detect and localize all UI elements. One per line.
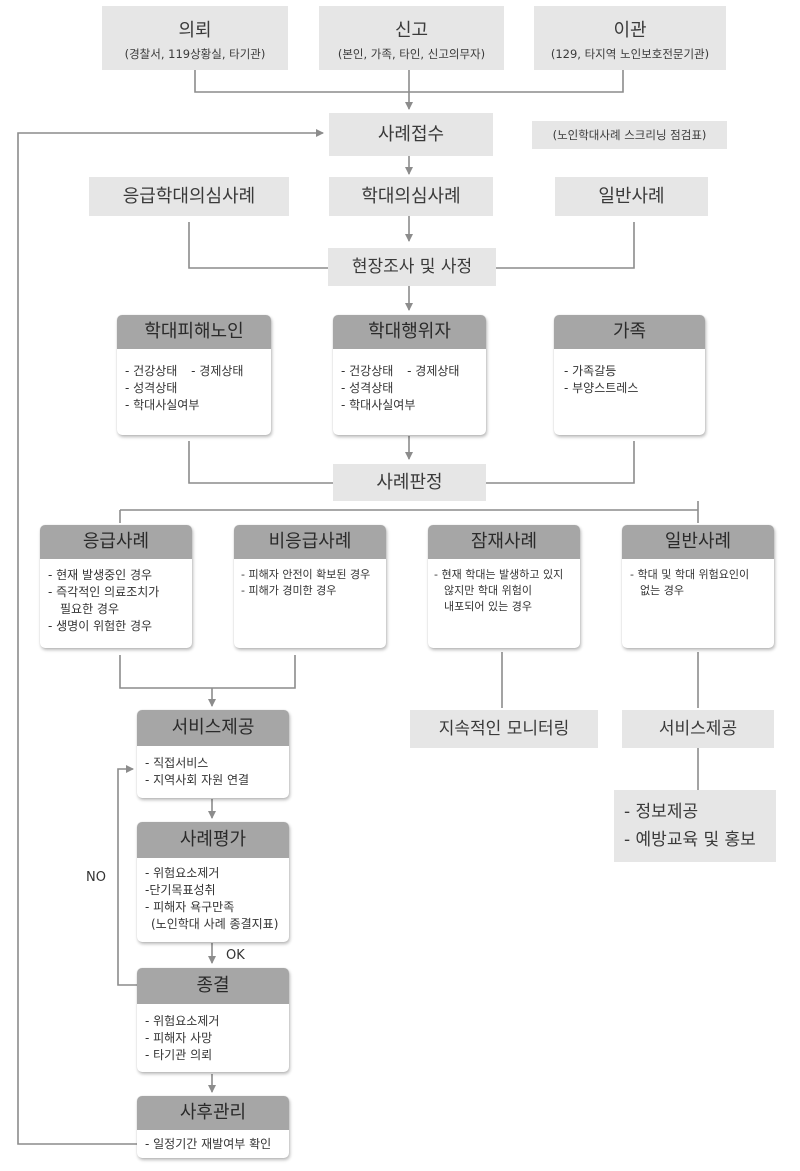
general-service-items: - 정보제공 - 예방교육 및 홍보 — [614, 790, 776, 862]
step-closure-item-3: - 타기관 의뢰 — [145, 1048, 213, 1062]
assess-perpetrator-item-personality: - 성격상태 — [341, 381, 394, 395]
source-referral-sub: (경찰서, 119상황실, 타기관) — [124, 47, 266, 61]
assess-perpetrator-card: 학대행위자 - 건강상태 - 경제상태 - 성격상태 - 학대사실여부 — [333, 315, 486, 435]
assess-perpetrator-title: 학대행위자 — [333, 315, 486, 349]
assess-perpetrator-item-health: - 건강상태 — [341, 364, 394, 378]
step-service-title: 서비스제공 — [137, 710, 289, 746]
step-closure-item-1: - 위험요소제거 — [145, 1014, 220, 1028]
ok-label: OK — [226, 948, 245, 963]
assess-victim-item-abuse: - 학대사실여부 — [125, 398, 200, 412]
assess-family-items: - 가족갈등 - 부양스트레스 — [564, 363, 638, 397]
case-nonemergency-card: 비응급사례 - 피해자 안전이 확보된 경우 - 피해가 경미한 경우 — [234, 525, 386, 648]
step-service-card: 서비스제공 - 직접서비스 - 지역사회 자원 연결 — [137, 710, 289, 798]
assess-victim-card: 학대피해노인 - 건강상태 - 경제상태 - 성격상태 - 학대사실여부 — [117, 315, 271, 435]
step-aftercare-item-1: - 일정기간 재발여부 확인 — [145, 1137, 272, 1151]
case-nonemergency-title: 비응급사례 — [234, 525, 386, 559]
case-latent-items: - 현재 학대는 발생하고 있지 않지만 학대 위험이 내포되어 있는 경우 — [434, 567, 563, 615]
case-emergency-title: 응급사례 — [40, 525, 192, 559]
case-latent-item-1: - 현재 학대는 발생하고 있지 — [434, 568, 564, 581]
step-evaluation-title: 사례평가 — [137, 822, 289, 858]
suspected-abuse: 학대의심사례 — [329, 177, 493, 216]
assess-victim-item-health: - 건강상태 — [125, 364, 178, 378]
assess-perpetrator-items: - 건강상태 - 경제상태 - 성격상태 - 학대사실여부 — [341, 363, 459, 414]
case-general-title: 일반사례 — [622, 525, 774, 559]
case-emergency-item-1: - 현재 발생중인 경우 — [48, 568, 153, 582]
step-evaluation-item-1: - 위험요소제거 — [145, 866, 220, 880]
case-intake: 사례접수 — [329, 113, 493, 156]
step-service-items: - 직접서비스 - 지역사회 자원 연결 — [145, 755, 249, 789]
case-emergency-item-2: - 즉각적인 의료조치가 — [48, 585, 160, 599]
case-general-item-1: - 학대 및 학대 위험요인이 — [630, 568, 750, 581]
continuous-monitoring: 지속적인 모니터링 — [410, 710, 598, 748]
assess-victim-items: - 건강상태 - 경제상태 - 성격상태 - 학대사실여부 — [125, 363, 243, 414]
source-report-title: 신고 — [394, 20, 429, 41]
assess-perpetrator-item-economy: - 경제상태 — [407, 364, 460, 378]
step-aftercare-title: 사후관리 — [137, 1096, 289, 1130]
case-emergency-items: - 현재 발생중인 경우 - 즉각적인 의료조치가 필요한 경우 - 생명이 위… — [48, 567, 159, 635]
step-closure-title: 종결 — [137, 968, 289, 1004]
case-judgment: 사례판정 — [333, 464, 486, 501]
step-closure-items: - 위험요소제거 - 피해자 사망 - 타기관 의뢰 — [145, 1013, 219, 1064]
source-transfer-sub: (129, 타지역 노인보호전문기관) — [550, 47, 710, 61]
assess-victim-item-personality: - 성격상태 — [125, 381, 178, 395]
source-referral: 의뢰 (경찰서, 119상황실, 타기관) — [102, 6, 288, 70]
step-closure-item-2: - 피해자 사망 — [145, 1031, 213, 1045]
case-nonemergency-item-2: - 피해가 경미한 경우 — [241, 584, 337, 597]
case-latent-title: 잠재사례 — [428, 525, 580, 559]
case-emergency-item-3: 필요한 경우 — [60, 602, 120, 616]
case-latent-card: 잠재사례 - 현재 학대는 발생하고 있지 않지만 학대 위험이 내포되어 있는… — [428, 525, 580, 648]
assess-victim-title: 학대피해노인 — [117, 315, 271, 349]
field-investigation: 현장조사 및 사정 — [328, 248, 496, 286]
suspected-general: 일반사례 — [555, 177, 708, 216]
case-general-item-2: 없는 경우 — [640, 584, 684, 597]
case-emergency-item-4: - 생명이 위험한 경우 — [48, 619, 153, 633]
step-evaluation-item-4: (노인학대 사례 종결지표) — [151, 917, 279, 931]
case-nonemergency-item-1: - 피해자 안전이 확보된 경우 — [241, 568, 371, 581]
source-transfer-title: 이관 — [613, 20, 647, 41]
assess-perpetrator-item-abuse: - 학대사실여부 — [341, 398, 416, 412]
case-emergency-card: 응급사례 - 현재 발생중인 경우 - 즉각적인 의료조치가 필요한 경우 - … — [40, 525, 192, 648]
suspected-emergency: 응급학대의심사례 — [89, 177, 289, 216]
step-closure-card: 종결 - 위험요소제거 - 피해자 사망 - 타기관 의뢰 — [137, 968, 289, 1072]
source-report-sub: (본인, 가족, 타인, 신고의무자) — [337, 47, 486, 61]
assess-family-item-conflict: - 가족갈등 — [564, 364, 617, 378]
step-evaluation-card: 사례평가 - 위험요소제거 -단기목표성취 - 피해자 욕구만족 (노인학대 사… — [137, 822, 289, 942]
assess-family-title: 가족 — [554, 315, 705, 349]
case-general-card: 일반사례 - 학대 및 학대 위험요인이 없는 경우 — [622, 525, 774, 648]
case-general-items: - 학대 및 학대 위험요인이 없는 경우 — [630, 567, 749, 599]
assess-family-card: 가족 - 가족갈등 - 부양스트레스 — [554, 315, 705, 435]
step-aftercare-card: 사후관리 - 일정기간 재발여부 확인 — [137, 1096, 289, 1158]
case-nonemergency-items: - 피해자 안전이 확보된 경우 - 피해가 경미한 경우 — [241, 567, 370, 599]
assess-victim-item-economy: - 경제상태 — [191, 364, 244, 378]
assess-family-item-stress: - 부양스트레스 — [564, 381, 639, 395]
general-service-item-info: - 정보제공 — [624, 802, 699, 822]
general-service-title: 서비스제공 — [622, 710, 774, 748]
general-service-item-education: - 예방교육 및 홍보 — [624, 830, 756, 850]
source-transfer: 이관 (129, 타지역 노인보호전문기관) — [534, 6, 726, 70]
source-report: 신고 (본인, 가족, 타인, 신고의무자) — [319, 6, 504, 70]
step-evaluation-item-2: -단기목표성취 — [145, 883, 216, 897]
screening-note: (노인학대사례 스크리닝 점검표) — [532, 121, 727, 149]
no-label: NO — [86, 870, 106, 885]
case-latent-item-3: 내포되어 있는 경우 — [444, 600, 532, 613]
step-aftercare-items: - 일정기간 재발여부 확인 — [145, 1136, 271, 1153]
step-evaluation-items: - 위험요소제거 -단기목표성취 - 피해자 욕구만족 (노인학대 사례 종결지… — [145, 865, 278, 933]
source-referral-title: 의뢰 — [178, 20, 212, 41]
step-service-item-2: - 지역사회 자원 연결 — [145, 773, 250, 787]
case-latent-item-2: 않지만 학대 위험이 — [444, 584, 532, 597]
step-evaluation-item-3: - 피해자 욕구만족 — [145, 900, 235, 914]
step-service-item-1: - 직접서비스 — [145, 756, 209, 770]
